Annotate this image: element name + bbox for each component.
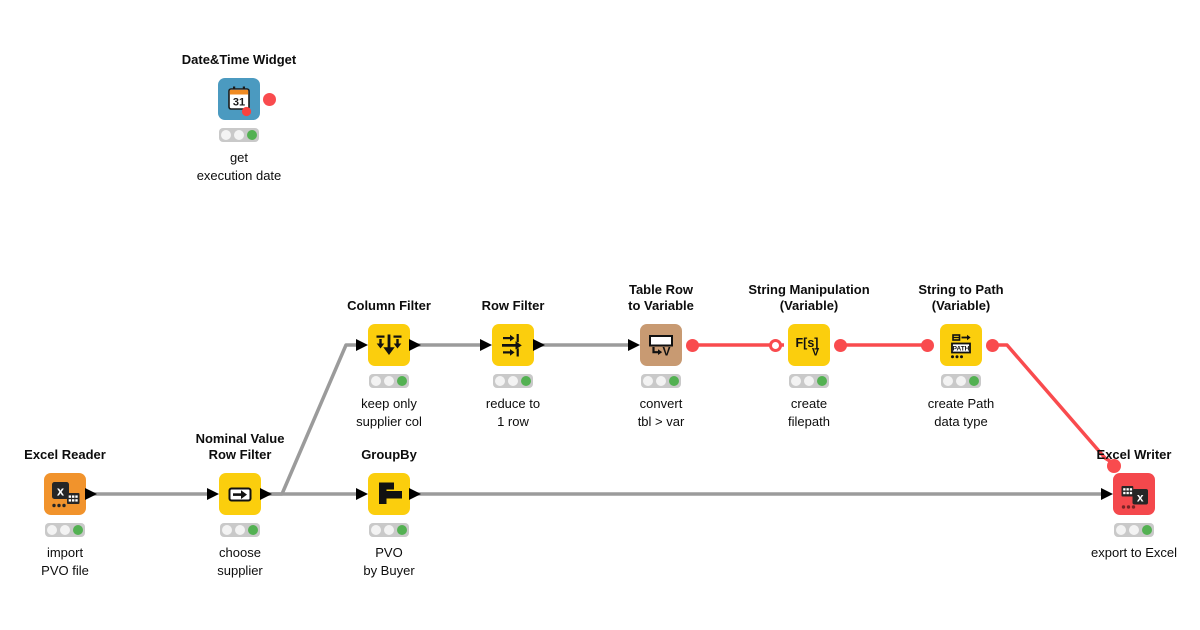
- excel-file-icon[interactable]: x: [44, 473, 86, 515]
- widget-badge-dot: [241, 106, 252, 117]
- data-output-port[interactable]: [533, 338, 545, 351]
- data-output-port[interactable]: [85, 487, 97, 500]
- node-label: PVO by Buyer: [363, 545, 415, 578]
- node-label: import PVO file: [41, 545, 89, 578]
- node-row-filter[interactable]: Row Filter reduce to 1 row: [480, 298, 545, 429]
- svg-text:F[s]: F[s]: [796, 336, 819, 350]
- node-title: Excel Writer: [1096, 447, 1172, 462]
- node-title: Date&Time Widget: [181, 52, 297, 67]
- node-label: convert tbl > var: [637, 396, 685, 429]
- svg-text:31: 31: [233, 97, 245, 109]
- flow-variable-input-port[interactable]: [768, 338, 782, 352]
- node-title: GroupBy: [361, 447, 417, 462]
- node-date-time-widget[interactable]: Date&Time Widget 31 get execution date: [182, 52, 297, 183]
- status-traffic-light: [641, 374, 681, 388]
- row-arrow-icon[interactable]: [219, 473, 261, 515]
- flow-variable-output-port[interactable]: [685, 338, 699, 352]
- data-input-port[interactable]: [356, 487, 368, 500]
- svg-text:PATH: PATH: [953, 346, 970, 353]
- groupby-icon[interactable]: [368, 473, 410, 515]
- node-label: choose supplier: [217, 545, 263, 578]
- status-traffic-light: [369, 523, 409, 537]
- string-function-icon[interactable]: F[s] V: [788, 324, 830, 366]
- data-output-port[interactable]: [260, 487, 272, 500]
- node-title: String to Path (Variable): [918, 282, 1004, 313]
- string-to-path-icon[interactable]: PATH: [940, 324, 982, 366]
- node-title: Nominal Value Row Filter: [195, 431, 285, 462]
- node-nominal-value-row-filter[interactable]: Nominal Value Row Filter choose supplier: [196, 431, 285, 578]
- data-input-port[interactable]: [1101, 487, 1113, 500]
- data-output-port[interactable]: [409, 487, 421, 500]
- flow-variable-top-input-port[interactable]: [1107, 459, 1121, 473]
- data-input-port[interactable]: [480, 338, 492, 351]
- node-label: get execution date: [196, 150, 282, 183]
- node-excel-reader[interactable]: Excel Reader x import PVO file: [24, 447, 106, 578]
- status-traffic-light: [369, 374, 409, 388]
- node-excel-writer[interactable]: Excel Writer x export to Excel: [1091, 447, 1177, 560]
- node-label: export to Excel: [1091, 545, 1177, 560]
- data-input-port[interactable]: [356, 338, 368, 351]
- node-title: Excel Reader: [24, 447, 106, 462]
- svg-text:x: x: [1137, 491, 1144, 505]
- node-label: create filepath: [788, 396, 830, 429]
- excel-write-icon[interactable]: x: [1113, 473, 1155, 515]
- data-input-port[interactable]: [207, 487, 219, 500]
- node-label: keep only supplier col: [356, 396, 422, 429]
- node-groupby[interactable]: GroupBy PVO by Buyer: [356, 447, 421, 578]
- status-traffic-light: [941, 374, 981, 388]
- column-filter-icon[interactable]: [368, 324, 410, 366]
- node-column-filter[interactable]: Column Filter keep only supplier col: [347, 298, 431, 429]
- status-traffic-light: [220, 523, 260, 537]
- status-traffic-light: [45, 523, 85, 537]
- flow-variable-output-port[interactable]: [263, 92, 276, 106]
- calendar-icon[interactable]: 31: [218, 78, 260, 120]
- node-label: create Path data type: [927, 396, 995, 429]
- status-traffic-light: [789, 374, 829, 388]
- node-string-manipulation-variable[interactable]: String Manipulation (Variable) F[s] V cr…: [748, 282, 869, 429]
- flow-variable-output-port[interactable]: [985, 338, 999, 352]
- node-title: Column Filter: [347, 298, 431, 313]
- flow-variable-input-port[interactable]: [920, 338, 934, 352]
- svg-text:V: V: [812, 347, 820, 359]
- data-output-port[interactable]: [409, 338, 421, 351]
- node-table-row-to-variable[interactable]: Table Row to Variable V convert tbl > va…: [628, 282, 699, 429]
- status-traffic-light: [493, 374, 533, 388]
- status-traffic-light: [219, 128, 259, 142]
- row-filter-icon[interactable]: [492, 324, 534, 366]
- node-title: Row Filter: [481, 298, 545, 313]
- node-title: String Manipulation (Variable): [748, 282, 870, 313]
- status-traffic-light: [1114, 523, 1154, 537]
- node-title: Table Row to Variable: [628, 282, 694, 313]
- flow-variable-output-port[interactable]: [833, 338, 847, 352]
- node-string-to-path-variable[interactable]: String to Path (Variable) PATH create Pa…: [918, 282, 1003, 429]
- node-label: reduce to 1 row: [485, 396, 541, 429]
- svg-text:V: V: [662, 345, 670, 359]
- table-to-variable-icon[interactable]: V: [640, 324, 682, 366]
- data-input-port[interactable]: [628, 338, 640, 351]
- svg-text:x: x: [57, 484, 65, 499]
